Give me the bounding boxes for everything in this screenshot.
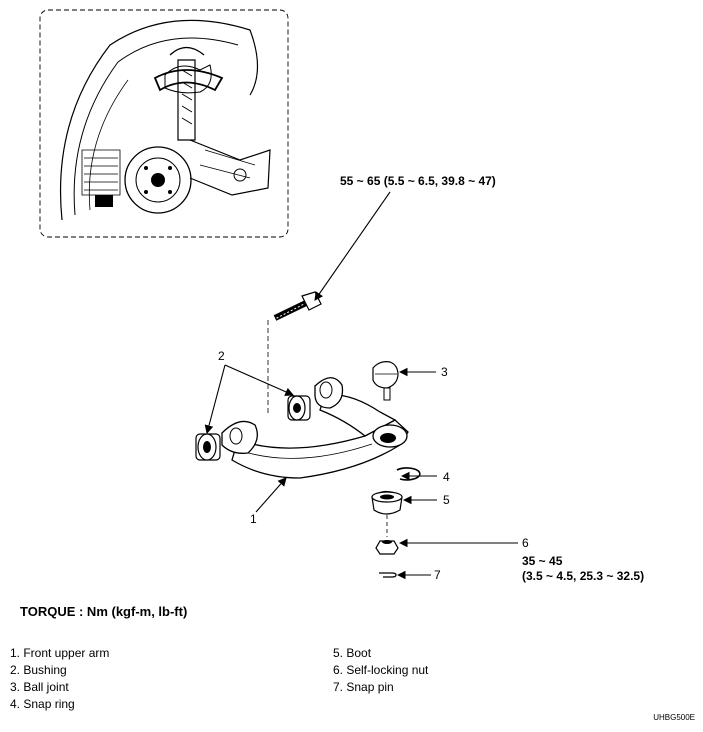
boot <box>371 490 403 515</box>
self-locking-nut <box>375 540 399 555</box>
exploded-diagram: 55 ~ 65 (5.5 ~ 6.5, 39.8 ~ 47) 1 2 3 <box>39 9 644 583</box>
legend-item: 7. Snap pin <box>333 680 394 694</box>
bushing-rear <box>195 433 221 461</box>
callout-number-1: 1 <box>250 512 257 526</box>
bushing-leader-b <box>224 364 295 396</box>
figure-code: UHBG500E <box>653 713 695 722</box>
legend-item: 5. Boot <box>333 646 372 660</box>
upper-arm-leader <box>255 477 287 513</box>
callout-number-2: 2 <box>218 349 225 363</box>
vehicle-location-inset <box>39 9 289 238</box>
legend-item: 6. Self-locking nut <box>333 663 429 677</box>
callout-number-3: 3 <box>441 365 448 379</box>
mounting-bolt <box>272 291 322 321</box>
nut-torque-conversion: (3.5 ~ 4.5, 25.3 ~ 32.5) <box>522 569 644 583</box>
snap-ring <box>396 467 421 481</box>
callout-number-7: 7 <box>434 568 441 582</box>
bushing-front <box>287 395 311 421</box>
bolt-torque-value: 55 ~ 65 (5.5 ~ 6.5, 39.8 ~ 47) <box>340 174 496 188</box>
front-upper-arm <box>221 377 409 479</box>
snap-pin <box>379 572 397 578</box>
parts-legend-right: 5. Boot 6. Self-locking nut 7. Snap pin <box>333 645 428 696</box>
parts-legend-left: 1. Front upper arm 2. Bushing 3. Ball jo… <box>10 645 109 713</box>
callout-number-4: 4 <box>443 470 450 484</box>
legend-item: 2. Bushing <box>10 663 67 677</box>
ball-joint <box>372 361 399 401</box>
legend-item: 4. Snap ring <box>10 697 75 711</box>
legend-item: 3. Ball joint <box>10 680 69 694</box>
callout-number-5: 5 <box>443 493 450 507</box>
callout-number-6: 6 <box>522 536 529 550</box>
torque-heading: TORQUE : Nm (kgf-m, lb-ft) <box>20 604 188 619</box>
nut-torque-value: 35 ~ 45 <box>522 554 563 568</box>
bushing-leader-a <box>204 364 226 435</box>
bolt-torque-leader <box>314 191 391 301</box>
legend-item: 1. Front upper arm <box>10 646 110 660</box>
